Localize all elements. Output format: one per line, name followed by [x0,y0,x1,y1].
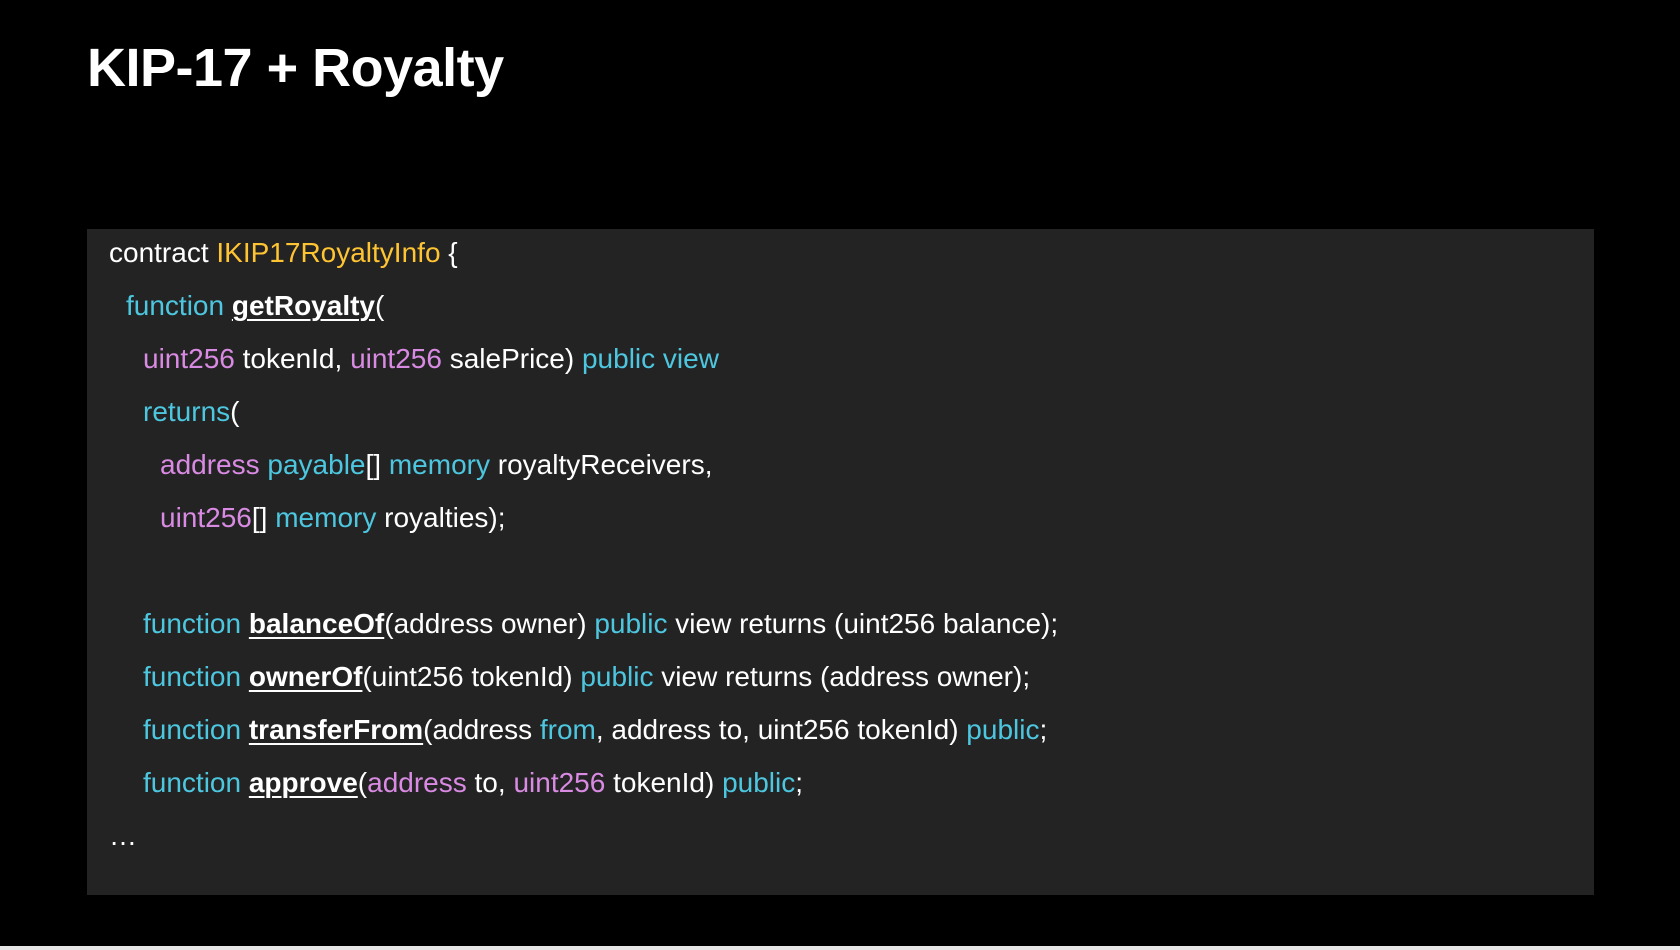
code-text: contract [109,237,217,268]
keyword: public view [581,343,719,374]
type-keyword: uint256 [513,767,606,798]
keyword: from [539,714,596,745]
code-text: view returns (uint256 balance); [667,608,1059,639]
keyword: function [143,661,242,692]
code-text: ( [375,290,385,321]
code-line: contract IKIP17RoyaltyInfo { [109,233,458,273]
keyword: public [580,661,654,692]
function-name: getRoyalty [231,290,376,321]
type-keyword: address [160,449,260,480]
keyword: payable [267,449,366,480]
code-block: contract IKIP17RoyaltyInfo { function ge… [87,229,1594,895]
keyword: public [966,714,1040,745]
code-text: to, [466,767,514,798]
code-text: { [440,237,458,268]
code-line: uint256 tokenId, uint256 salePrice) publ… [109,339,719,379]
type-keyword: address [367,767,467,798]
code-text: , address to, uint256 tokenId) [595,714,967,745]
code-text [241,661,249,692]
keyword: function [143,608,242,639]
bottom-divider [0,946,1680,950]
keyword: function [143,767,242,798]
code-line: … [109,816,137,856]
code-text: … [109,820,137,851]
function-name: ownerOf [248,661,363,692]
code-text: tokenId) [605,767,723,798]
code-text: salePrice) [441,343,582,374]
code-text [241,608,249,639]
function-name: transferFrom [248,714,424,745]
keyword: function [143,714,242,745]
keyword: returns [143,396,231,427]
code-text: ( [357,767,368,798]
code-text: ( [230,396,240,427]
type-keyword: uint256 [350,343,442,374]
keyword: public [722,767,796,798]
code-text: [] [365,449,389,480]
code-text: royaltyReceivers, [489,449,713,480]
code-line: function transferFrom(address from, addr… [109,710,1047,750]
code-line: uint256[] memory royalties); [109,498,506,538]
keyword: memory [275,502,377,533]
code-text: view returns (address owner); [653,661,1031,692]
code-text [241,714,249,745]
code-text: (uint256 tokenId) [362,661,581,692]
code-line: returns( [109,392,239,432]
code-line: function approve(address to, uint256 tok… [109,763,803,803]
type-keyword: uint256 [160,502,252,533]
code-text [224,290,232,321]
code-text [241,767,249,798]
keyword: public [594,608,668,639]
code-line: function balanceOf(address owner) public… [109,604,1058,644]
keyword: memory [388,449,490,480]
code-text: tokenId, [234,343,351,374]
keyword: function [126,290,225,321]
code-text: royalties); [376,502,506,533]
code-text: [] [251,502,276,533]
type-keyword: uint256 [143,343,235,374]
code-text: ; [795,767,804,798]
code-text: (address owner) [384,608,595,639]
code-line: address payable[] memory royaltyReceiver… [109,445,712,485]
code-line: function getRoyalty( [109,286,384,326]
slide-title: KIP-17 + Royalty [87,38,504,98]
code-text: ; [1039,714,1048,745]
code-text: (address [423,714,540,745]
function-name: approve [248,767,358,798]
function-name: balanceOf [248,608,385,639]
code-line: function ownerOf(uint256 tokenId) public… [109,657,1030,697]
type-name: IKIP17RoyaltyInfo [216,237,441,268]
